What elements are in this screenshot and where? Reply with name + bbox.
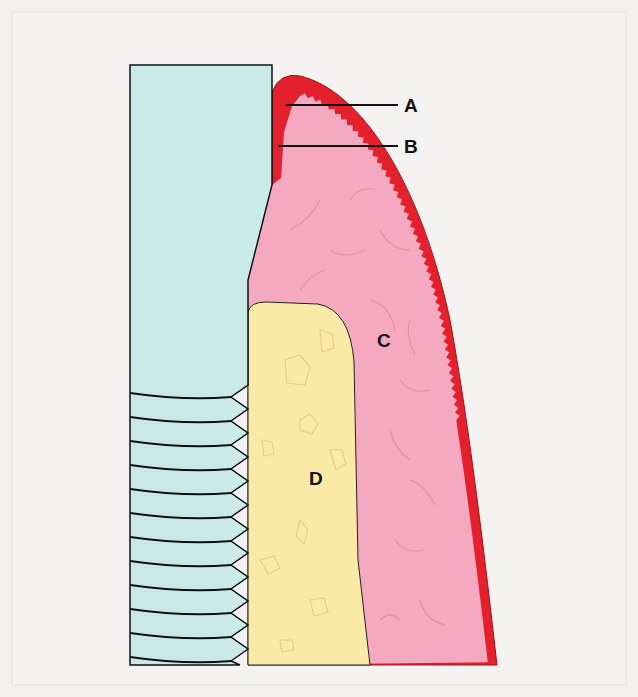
thread-line <box>130 393 231 398</box>
collagen-fibre <box>330 250 365 255</box>
collagen-fibre <box>400 380 430 391</box>
connective-tissue <box>248 93 488 665</box>
callout-letter: A <box>404 96 418 115</box>
callout-letter: C <box>377 331 391 350</box>
thread-line <box>130 441 231 446</box>
trabecula <box>330 450 346 470</box>
trabecula <box>260 556 280 574</box>
collagen-fibre <box>408 320 415 355</box>
bone <box>248 302 370 665</box>
thread-line <box>130 657 231 662</box>
trabecula <box>310 598 328 616</box>
thread-line <box>130 513 231 518</box>
panel <box>12 12 626 685</box>
thread-line <box>130 609 231 614</box>
thread-line <box>130 537 231 542</box>
leader-line <box>278 145 398 147</box>
thread-line <box>130 489 231 494</box>
trabecula <box>285 355 310 385</box>
collagen-fibre <box>395 540 425 551</box>
collagen-fibre <box>380 615 400 620</box>
epithelium <box>248 75 497 665</box>
thread-line <box>130 633 231 638</box>
collagen-fibre <box>410 480 435 505</box>
callout-letter: B <box>404 137 418 156</box>
collagen-fibre <box>350 189 375 200</box>
trabecula <box>300 414 318 434</box>
thread-line <box>130 417 231 422</box>
trabecula <box>262 440 274 456</box>
trabecula <box>296 520 308 544</box>
collagen-fibre <box>370 300 395 330</box>
collagen-fibre <box>390 430 410 460</box>
trabecula <box>320 330 334 352</box>
thread-line <box>130 561 231 566</box>
thread-line <box>130 465 231 470</box>
collagen-fibre <box>290 200 320 230</box>
collagen-fibre <box>380 230 410 250</box>
collagen-fibre <box>300 270 325 290</box>
callout-letter: D <box>309 469 323 488</box>
trabecula <box>280 640 294 652</box>
collagen-fibre <box>420 600 445 625</box>
thread-line <box>130 585 231 590</box>
implant <box>130 65 272 665</box>
leader-line <box>286 104 398 106</box>
